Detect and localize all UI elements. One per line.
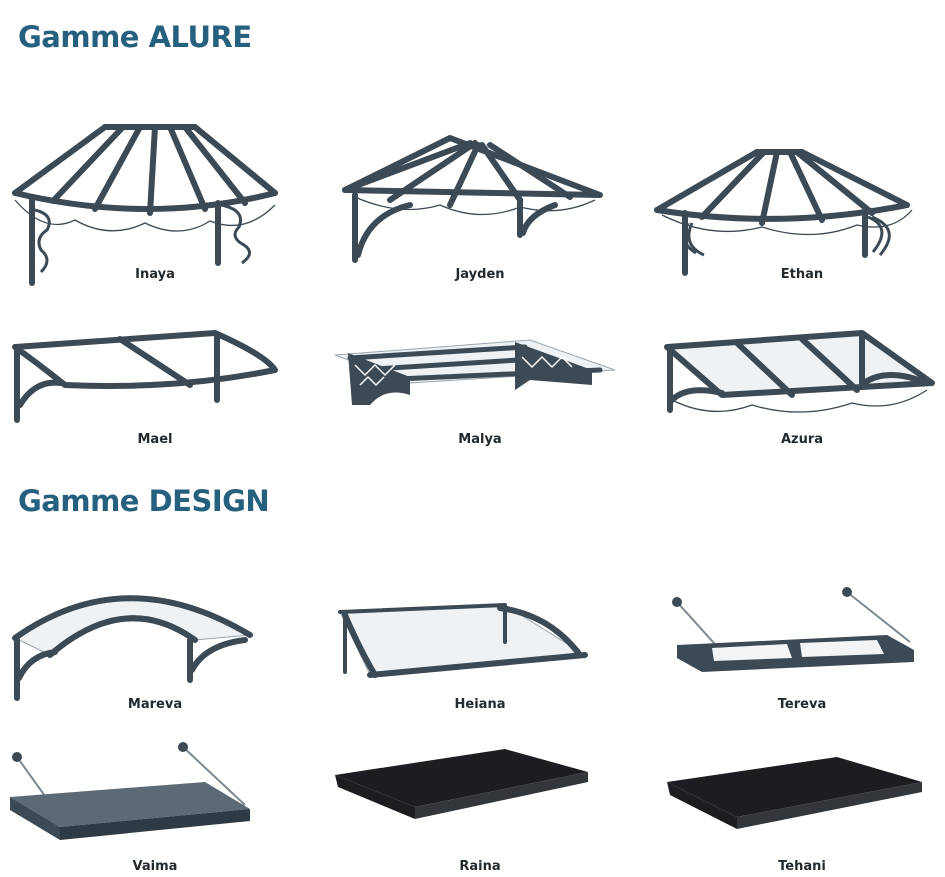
inaya-awning-icon — [12, 124, 278, 286]
product-name-mareva: Mareva — [127, 697, 183, 712]
product-card-jayden[interactable]: Jayden — [330, 105, 630, 285]
product-card-mael[interactable]: Mael — [5, 325, 305, 450]
product-name-ethan: Ethan — [780, 267, 824, 282]
jayden-awning-icon — [342, 135, 603, 263]
section-title-design: Gamme DESIGN — [18, 484, 270, 518]
ethan-awning-icon — [654, 149, 913, 276]
product-name-vaima: Vaima — [132, 859, 178, 874]
product-name-heiana: Heiana — [454, 697, 506, 712]
section-title-alure: Gamme ALURE — [18, 20, 252, 54]
mareva-awning-icon — [12, 595, 253, 701]
product-card-azura[interactable]: Azura — [652, 325, 945, 450]
heiana-awning-icon — [338, 603, 588, 678]
product-card-raina[interactable]: Raina — [330, 737, 630, 877]
product-name-malya: Malya — [458, 432, 502, 447]
product-name-inaya: Inaya — [135, 267, 175, 282]
product-name-jayden: Jayden — [455, 267, 505, 282]
tereva-awning-icon — [672, 587, 914, 672]
raina-awning-icon — [335, 749, 588, 819]
mael-awning-icon — [12, 330, 278, 423]
azura-awning-icon — [664, 330, 935, 413]
malya-awning-icon — [334, 339, 616, 405]
product-card-vaima[interactable]: Vaima — [5, 737, 305, 877]
product-name-tereva: Tereva — [777, 697, 827, 712]
product-card-mareva[interactable]: Mareva — [5, 580, 305, 715]
product-card-inaya[interactable]: Inaya — [5, 105, 305, 286]
product-card-malya[interactable]: Malya — [330, 325, 630, 450]
product-card-tereva[interactable]: Tereva — [652, 580, 945, 715]
product-card-heiana[interactable]: Heiana — [330, 580, 630, 715]
tehani-awning-icon — [667, 757, 922, 829]
product-name-tehani: Tehani — [778, 859, 826, 874]
product-name-mael: Mael — [137, 432, 173, 447]
product-name-raina: Raina — [459, 859, 501, 874]
product-card-tehani[interactable]: Tehani — [652, 737, 945, 877]
product-name-azura: Azura — [780, 432, 824, 447]
vaima-awning-icon — [10, 742, 250, 840]
product-card-ethan[interactable]: Ethan — [652, 105, 945, 285]
